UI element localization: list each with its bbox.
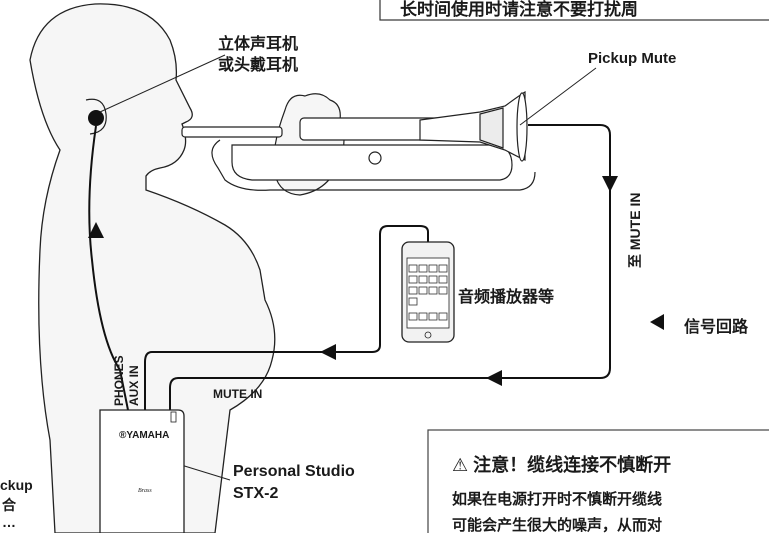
left-arrow-icon-mute	[486, 370, 502, 386]
caution-panel-box	[427, 429, 769, 533]
left-edge-text-line1: ckup	[0, 477, 33, 493]
aux-cable	[144, 225, 429, 410]
headphones-label-line2: 或头戴耳机	[218, 57, 299, 74]
device-brand-logo: ®YAMAHA	[119, 430, 170, 441]
top-banner-text: 长时间使用时请注意不要打扰周	[400, 0, 638, 19]
device-product-mark: Brass	[138, 488, 152, 494]
signal-loop-arrow-icon	[650, 314, 664, 330]
stx2-device	[99, 409, 185, 533]
trumpet	[181, 90, 536, 191]
down-arrow-icon	[602, 176, 618, 192]
personal-studio-label-line1: Personal Studio	[233, 463, 355, 480]
caution-line1: 如果在电源打开时不慎断开缆线	[452, 491, 663, 508]
audio-player	[401, 241, 455, 343]
mute-in-label: MUTE IN	[213, 387, 263, 401]
up-arrow-icon	[88, 222, 104, 238]
person-outline	[29, 3, 276, 533]
phones-port-label: PHONES	[112, 355, 126, 406]
earphone-icon	[88, 110, 104, 126]
signal-loop-label: 信号回路	[684, 319, 749, 336]
personal-studio-label-line2: STX-2	[233, 485, 279, 502]
headphones-label-line1: 立体声耳机	[218, 36, 299, 53]
aux-in-port-label: AUX IN	[127, 365, 141, 406]
audio-player-label: 音频播放器等	[458, 289, 555, 306]
left-edge-text-line2: 合	[2, 497, 16, 513]
mute-cable	[169, 124, 611, 410]
phones-cable	[88, 125, 129, 411]
pickup-mute-label: Pickup Mute	[588, 50, 677, 67]
left-edge-text-line3: …	[2, 514, 16, 530]
top-banner-box	[379, 0, 769, 21]
caution-line2: 可能会产生很大的噪声，从而对	[452, 517, 663, 534]
to-mute-in-label: 至 MUTE IN	[627, 192, 643, 268]
caution-title: ⚠ 注意！缆线连接不慎断开	[452, 455, 672, 475]
left-arrow-icon-aux	[320, 344, 336, 360]
ear-outline	[85, 98, 107, 135]
